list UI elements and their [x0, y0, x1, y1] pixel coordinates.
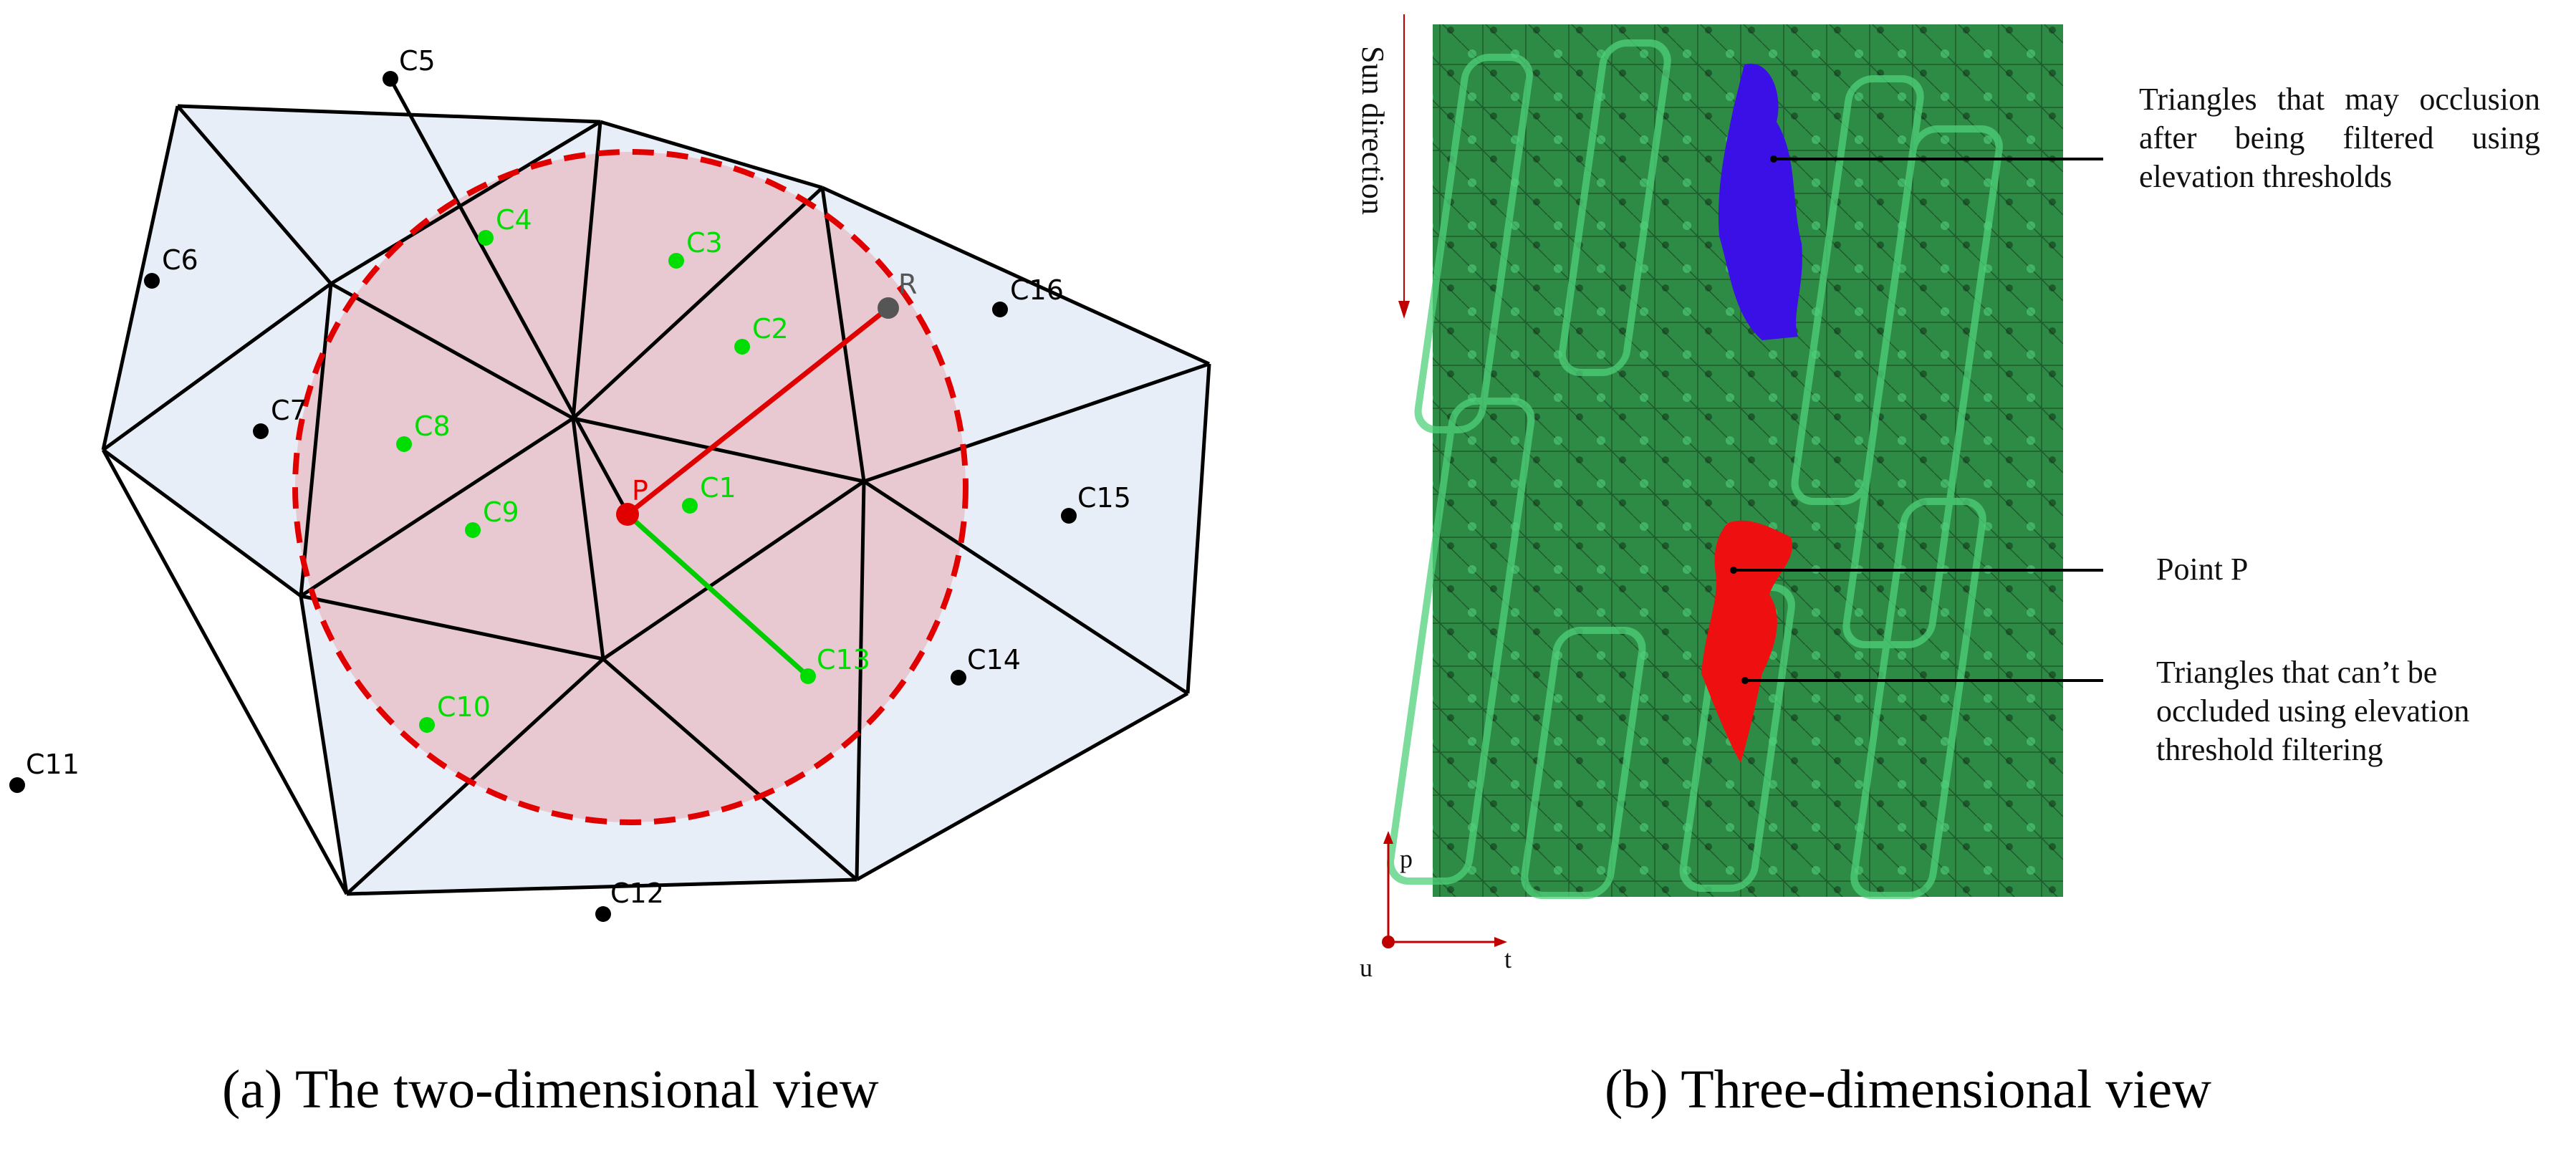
- terrain-render: [1382, 14, 2103, 948]
- point-label-c7: C7: [271, 395, 307, 426]
- mesh-edge-c5: [388, 77, 631, 517]
- axis-label-u: u: [1360, 953, 1373, 982]
- mesh-edges: [101, 104, 1211, 896]
- caption-a: (a) The two-dimensional view: [222, 1059, 879, 1120]
- centroid-point-c10: [419, 717, 435, 733]
- point-r: [878, 297, 899, 319]
- mesh-edge: [863, 362, 1210, 484]
- point-label-c9: C9: [483, 496, 519, 528]
- sun-direction-arrowhead-icon: [1398, 301, 1410, 319]
- mesh-edge: [330, 120, 602, 286]
- search-circle-fill: [295, 152, 966, 822]
- sun-direction-label: Sun direction: [1355, 46, 1390, 215]
- axis-t-arrowhead-icon: [1494, 937, 1507, 947]
- mesh-edge: [602, 479, 865, 661]
- centroid-point-c6: [144, 273, 160, 289]
- building-ridges: [1387, 39, 2003, 899]
- mesh-edge: [855, 481, 866, 880]
- centroid-point-c4: [478, 230, 494, 246]
- mesh-edge: [572, 186, 824, 420]
- centroid-point-c2: [734, 339, 750, 355]
- centroid-point-c16: [992, 302, 1008, 317]
- radius-line-pr: [625, 306, 890, 516]
- centroid-point-c5: [383, 71, 398, 87]
- point-label-c14: C14: [967, 644, 1021, 676]
- point-label-c10: C10: [437, 691, 491, 723]
- mesh-edge: [600, 120, 823, 190]
- mesh-edge: [299, 416, 575, 598]
- leader-anchor-occlusion-candidates: [1770, 155, 1777, 163]
- point-label-c11: C11: [26, 749, 80, 780]
- centroid-point-c8: [396, 436, 412, 452]
- point-p-label: P: [632, 475, 648, 506]
- point-label-c12: C12: [610, 878, 664, 909]
- mesh-edge: [300, 594, 604, 661]
- search-circle-boundary: [292, 149, 969, 825]
- centroid-point-c15: [1061, 508, 1077, 524]
- line-p-c13: [625, 512, 810, 678]
- mesh-edge: [330, 282, 575, 420]
- point-label-c4: C4: [496, 204, 532, 236]
- mesh-edge: [602, 658, 858, 881]
- point-label-c6: C6: [162, 244, 198, 276]
- centroid-point-c7: [253, 423, 269, 439]
- mesh-edge: [571, 418, 605, 660]
- mesh-edge: [102, 448, 302, 598]
- mesh-edge: [101, 105, 180, 451]
- mesh-edge: [1186, 363, 1211, 694]
- leader-anchor-unoccludable: [1741, 677, 1749, 684]
- occlusion-triangles-region: [1719, 63, 1802, 341]
- centroid-point-c3: [668, 253, 684, 269]
- point-r-label: R: [898, 269, 917, 300]
- point-label-c16: C16: [1010, 274, 1064, 306]
- centroid-point-c12: [595, 906, 611, 922]
- mesh-edge: [176, 105, 332, 285]
- point-label-c5: C5: [399, 45, 436, 77]
- centroid-point-c1: [682, 498, 698, 514]
- annotation-point-p: Point P: [2156, 552, 2249, 587]
- mesh-edge: [299, 595, 349, 895]
- mesh-edge: [101, 448, 349, 895]
- mesh-edge: [862, 479, 1189, 696]
- building-outline: [1558, 39, 1671, 376]
- axis-label-p: p: [1400, 845, 1413, 873]
- mesh-edge: [571, 121, 602, 419]
- point-label-c8: C8: [414, 410, 451, 442]
- axis-label-t: t: [1504, 945, 1512, 973]
- mesh-edge: [177, 104, 601, 124]
- point-label-c15: C15: [1077, 482, 1131, 514]
- mesh-edge: [821, 186, 1211, 366]
- building-outline: [1521, 627, 1646, 899]
- centroid-point-c9: [465, 522, 481, 538]
- axis-p-arrowhead-icon: [1383, 831, 1393, 844]
- mesh-edge: [572, 416, 865, 484]
- point-label-c1: C1: [700, 472, 736, 504]
- point-p: [616, 503, 639, 526]
- point-label-c13: C13: [817, 644, 870, 676]
- point-p-region: [1701, 520, 1793, 763]
- centroid-point-c14: [951, 670, 966, 686]
- mesh-edge: [102, 282, 332, 452]
- axis-u-origin: [1382, 936, 1395, 948]
- mesh-edge: [820, 187, 866, 482]
- building-outline: [1387, 398, 1535, 885]
- centroid-point-c13: [800, 668, 816, 684]
- mesh-edge: [855, 691, 1189, 882]
- mesh-edge: [345, 658, 605, 895]
- caption-b: (b) Three-dimensional view: [1605, 1059, 2211, 1120]
- mesh-edge: [346, 878, 857, 896]
- panel-three-dimensional-view: Sun direction Triangles that may occlusi…: [1289, 0, 2576, 1149]
- point-label-c2: C2: [752, 313, 789, 345]
- centroid-point-c11: [9, 777, 25, 793]
- building-outline: [1850, 498, 1986, 899]
- mesh-edge: [299, 283, 333, 597]
- point-label-c3: C3: [686, 227, 723, 259]
- annotation-unoccludable: Triangles that can’t be occluded using e…: [2156, 655, 2470, 767]
- leader-anchor-point-p: [1730, 567, 1737, 574]
- annotation-occlusion-candidates: Triangles that may occlusion after being…: [2139, 82, 2540, 194]
